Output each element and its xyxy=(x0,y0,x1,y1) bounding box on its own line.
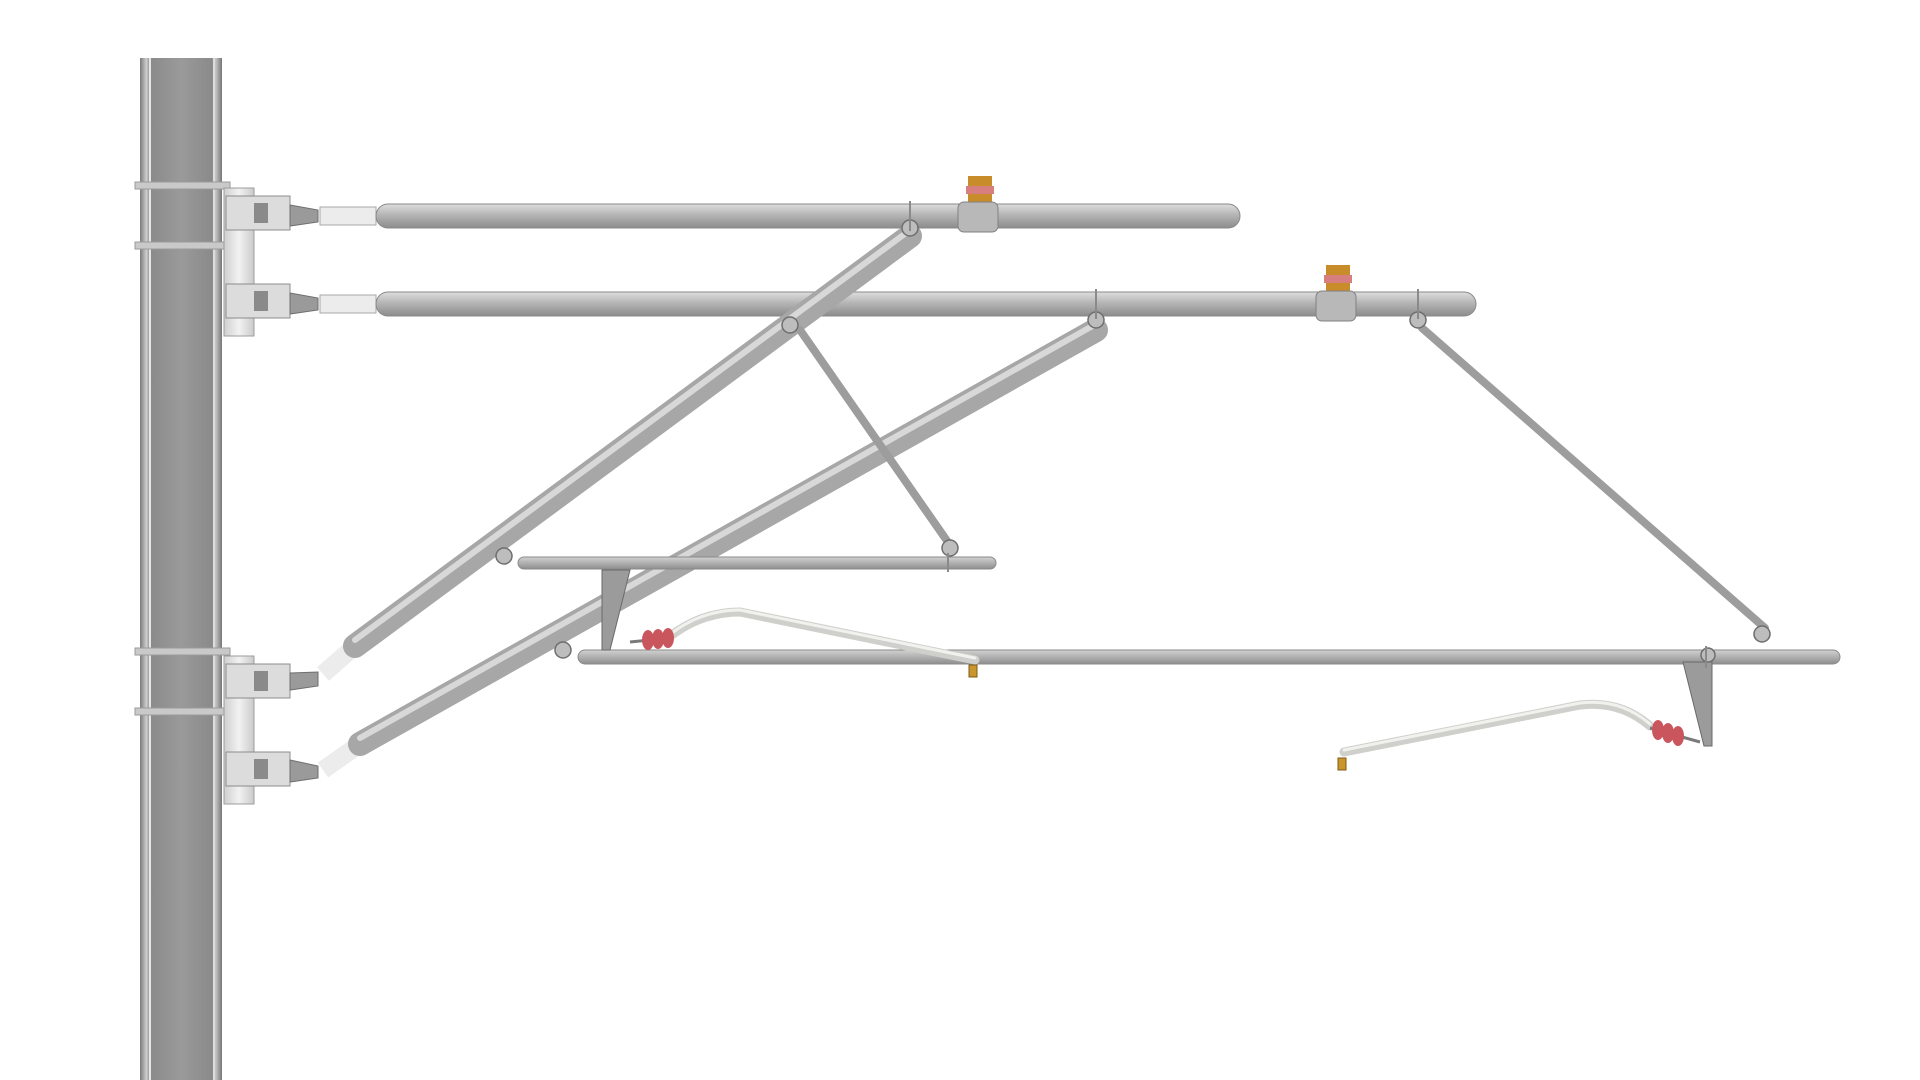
registration-tube-1 xyxy=(517,556,997,570)
contact-wire-clamps xyxy=(968,664,1347,771)
stay-rod-1 xyxy=(796,326,956,552)
diagonal-tube-1 xyxy=(317,224,922,681)
tube-joints xyxy=(495,219,1771,663)
mast-pole xyxy=(140,58,222,1080)
mast-bracket-top xyxy=(223,187,291,337)
arm-insulator-2 xyxy=(1649,720,1701,746)
hinge-fittings xyxy=(289,204,319,783)
tube-collars xyxy=(909,201,1707,668)
arm-insulator-1 xyxy=(629,628,674,650)
steady-arm-1 xyxy=(663,607,980,665)
diagonal-tube-2 xyxy=(317,318,1108,778)
dropper-bracket-2 xyxy=(1682,661,1713,747)
steady-arm-2 xyxy=(1339,699,1655,757)
top-insulator-2 xyxy=(1315,265,1357,322)
stay-rod-2 xyxy=(1418,324,1769,632)
upper-bracket-tube-1 xyxy=(319,203,1241,229)
dropper-bracket-1 xyxy=(601,569,631,651)
upper-bracket-tube-2 xyxy=(319,291,1477,317)
mast-bracket-bottom xyxy=(223,655,291,805)
registration-tube-2 xyxy=(577,649,1841,665)
top-insulator-1 xyxy=(957,176,999,233)
